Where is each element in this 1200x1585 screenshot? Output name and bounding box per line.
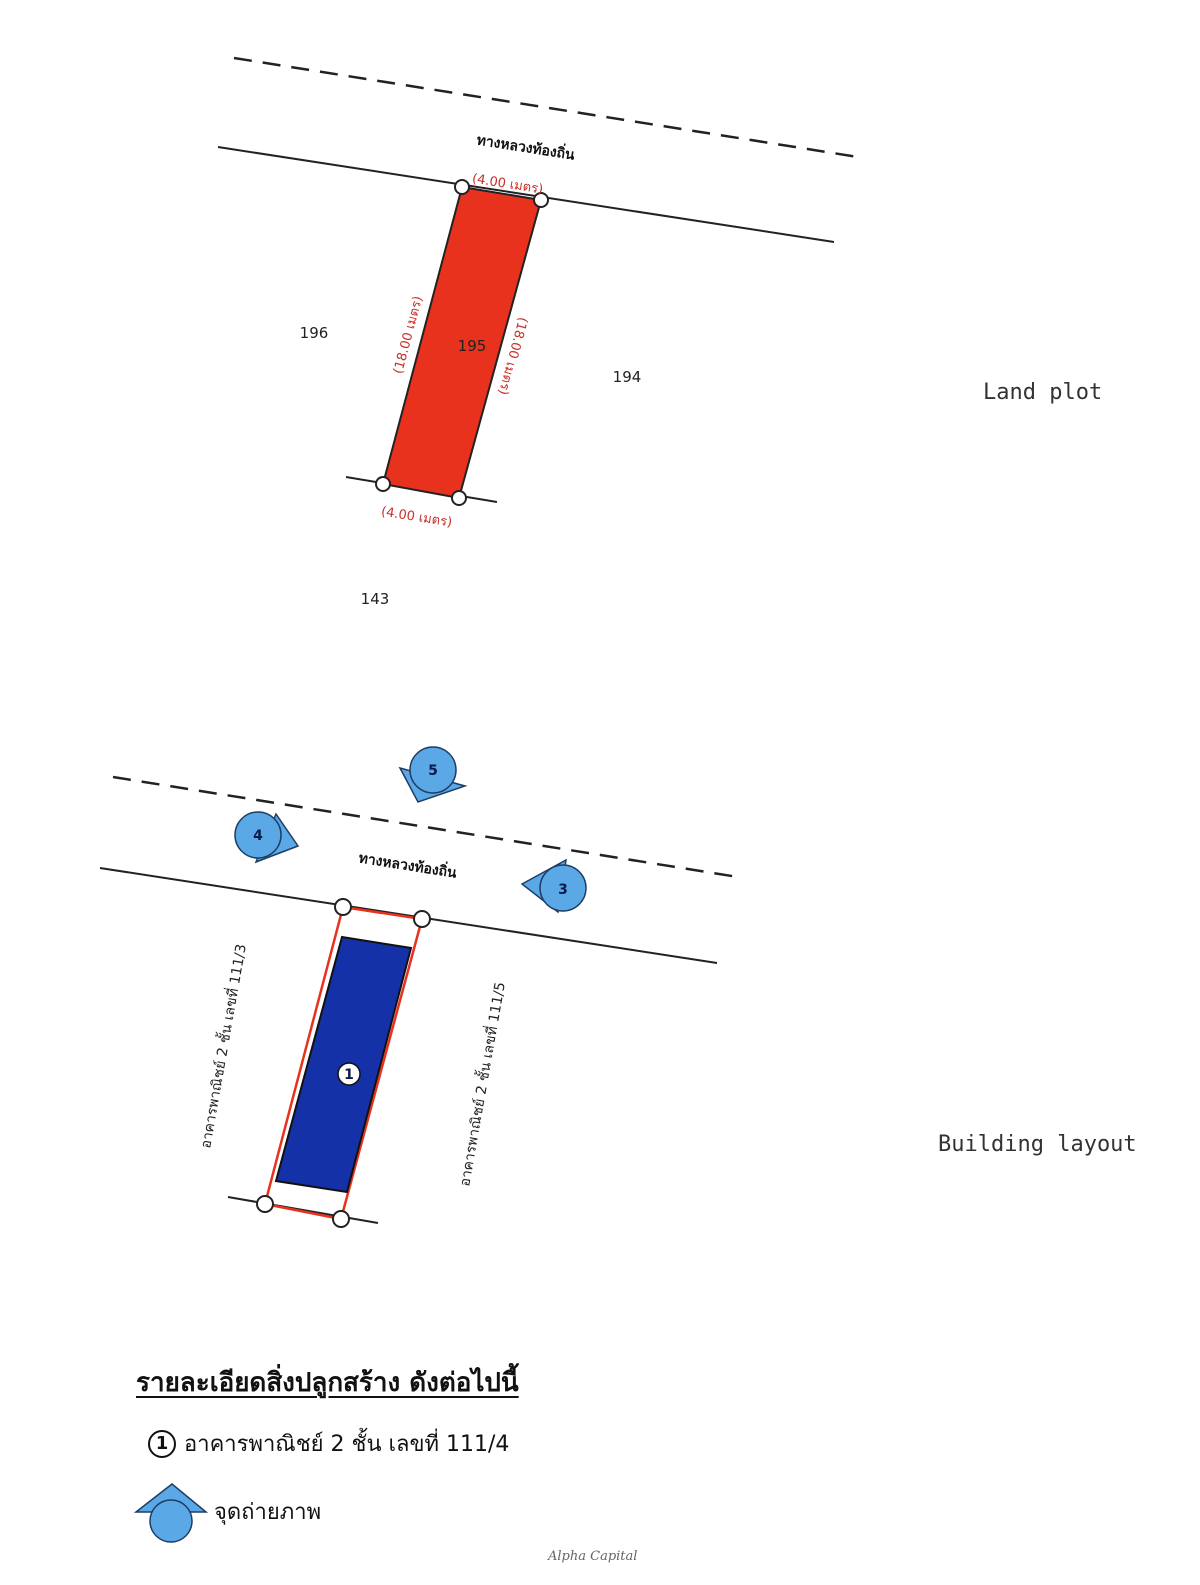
building-layout-section: 1 ทางหลวงท้องถิ่น อาคารพาณิชย์ 2 ชั้น เล… <box>99 746 1137 1228</box>
building-number-circle <box>337 1062 361 1086</box>
photo-point-3: 3 <box>520 858 587 914</box>
road-near-edge <box>217 146 835 243</box>
land-plot-section-label: Land plot <box>983 380 1102 405</box>
neighbor-left-label: อาคารพาณิชย์ 2 ชั้น เลขที่ 111/3 <box>195 942 250 1149</box>
frontage-bottom-label: (4.00 เมตร) <box>380 505 453 531</box>
boundary-marker <box>451 490 467 506</box>
legend-building-text: อาคารพาณิชย์ 2 ชั้น เลขที่ 111/4 <box>184 1432 510 1457</box>
boundary-marker <box>375 476 391 492</box>
parcel-number-below: 143 <box>361 590 390 608</box>
road-name-label: ทางหลวงท้องถิ่น <box>476 129 577 163</box>
photo-point-legend-icon <box>133 1483 209 1543</box>
parcel-number-left: 196 <box>300 324 329 342</box>
parcel-number-center: 195 <box>458 337 487 355</box>
legend-building-number: 1 <box>148 1429 176 1458</box>
boundary-marker <box>413 910 431 928</box>
building-number: 1 <box>344 1067 354 1083</box>
building-layout-section-label: Building layout <box>938 1132 1137 1157</box>
boundary-marker <box>533 192 549 208</box>
legend-building-item: 1 อาคารพาณิชย์ 2 ชั้น เลขที่ 111/4 <box>148 1426 509 1461</box>
road-far-edge-dashed <box>233 56 859 159</box>
watermark: Alpha Capital <box>548 1549 638 1564</box>
legend-photo-point-text: จุดถ่ายภาพ <box>214 1500 322 1525</box>
photo-point-number: 3 <box>558 882 568 898</box>
boundary-marker <box>454 179 470 195</box>
rear-boundary-line <box>227 1196 379 1224</box>
neighbor-right-label: อาคารพาณิชย์ 2 ชั้น เลขที่ 111/5 <box>454 980 509 1187</box>
photo-point-number: 5 <box>428 763 438 779</box>
road-name-label: ทางหลวงท้องถิ่น <box>358 847 459 881</box>
boundary-marker <box>256 1195 274 1213</box>
legend-title: รายละเอียดสิ่งปลูกสร้าง ดังต่อไปนี้ <box>136 1368 519 1398</box>
photo-point-4: 4 <box>234 811 300 864</box>
boundary-marker <box>334 898 352 916</box>
parcel-number-right: 194 <box>613 368 642 386</box>
road-far-edge-dashed <box>112 775 739 879</box>
boundary-marker <box>332 1210 350 1228</box>
land-plot-section: ทางหลวงท้องถิ่น (4.00 เมตร) (4.00 เมตร) … <box>217 56 1102 608</box>
legend-photo-point-item: จุดถ่ายภาพ <box>134 1494 321 1529</box>
road-near-edge <box>99 867 718 964</box>
photo-point-number: 4 <box>253 828 263 844</box>
photo-point-5: 5 <box>398 746 468 803</box>
